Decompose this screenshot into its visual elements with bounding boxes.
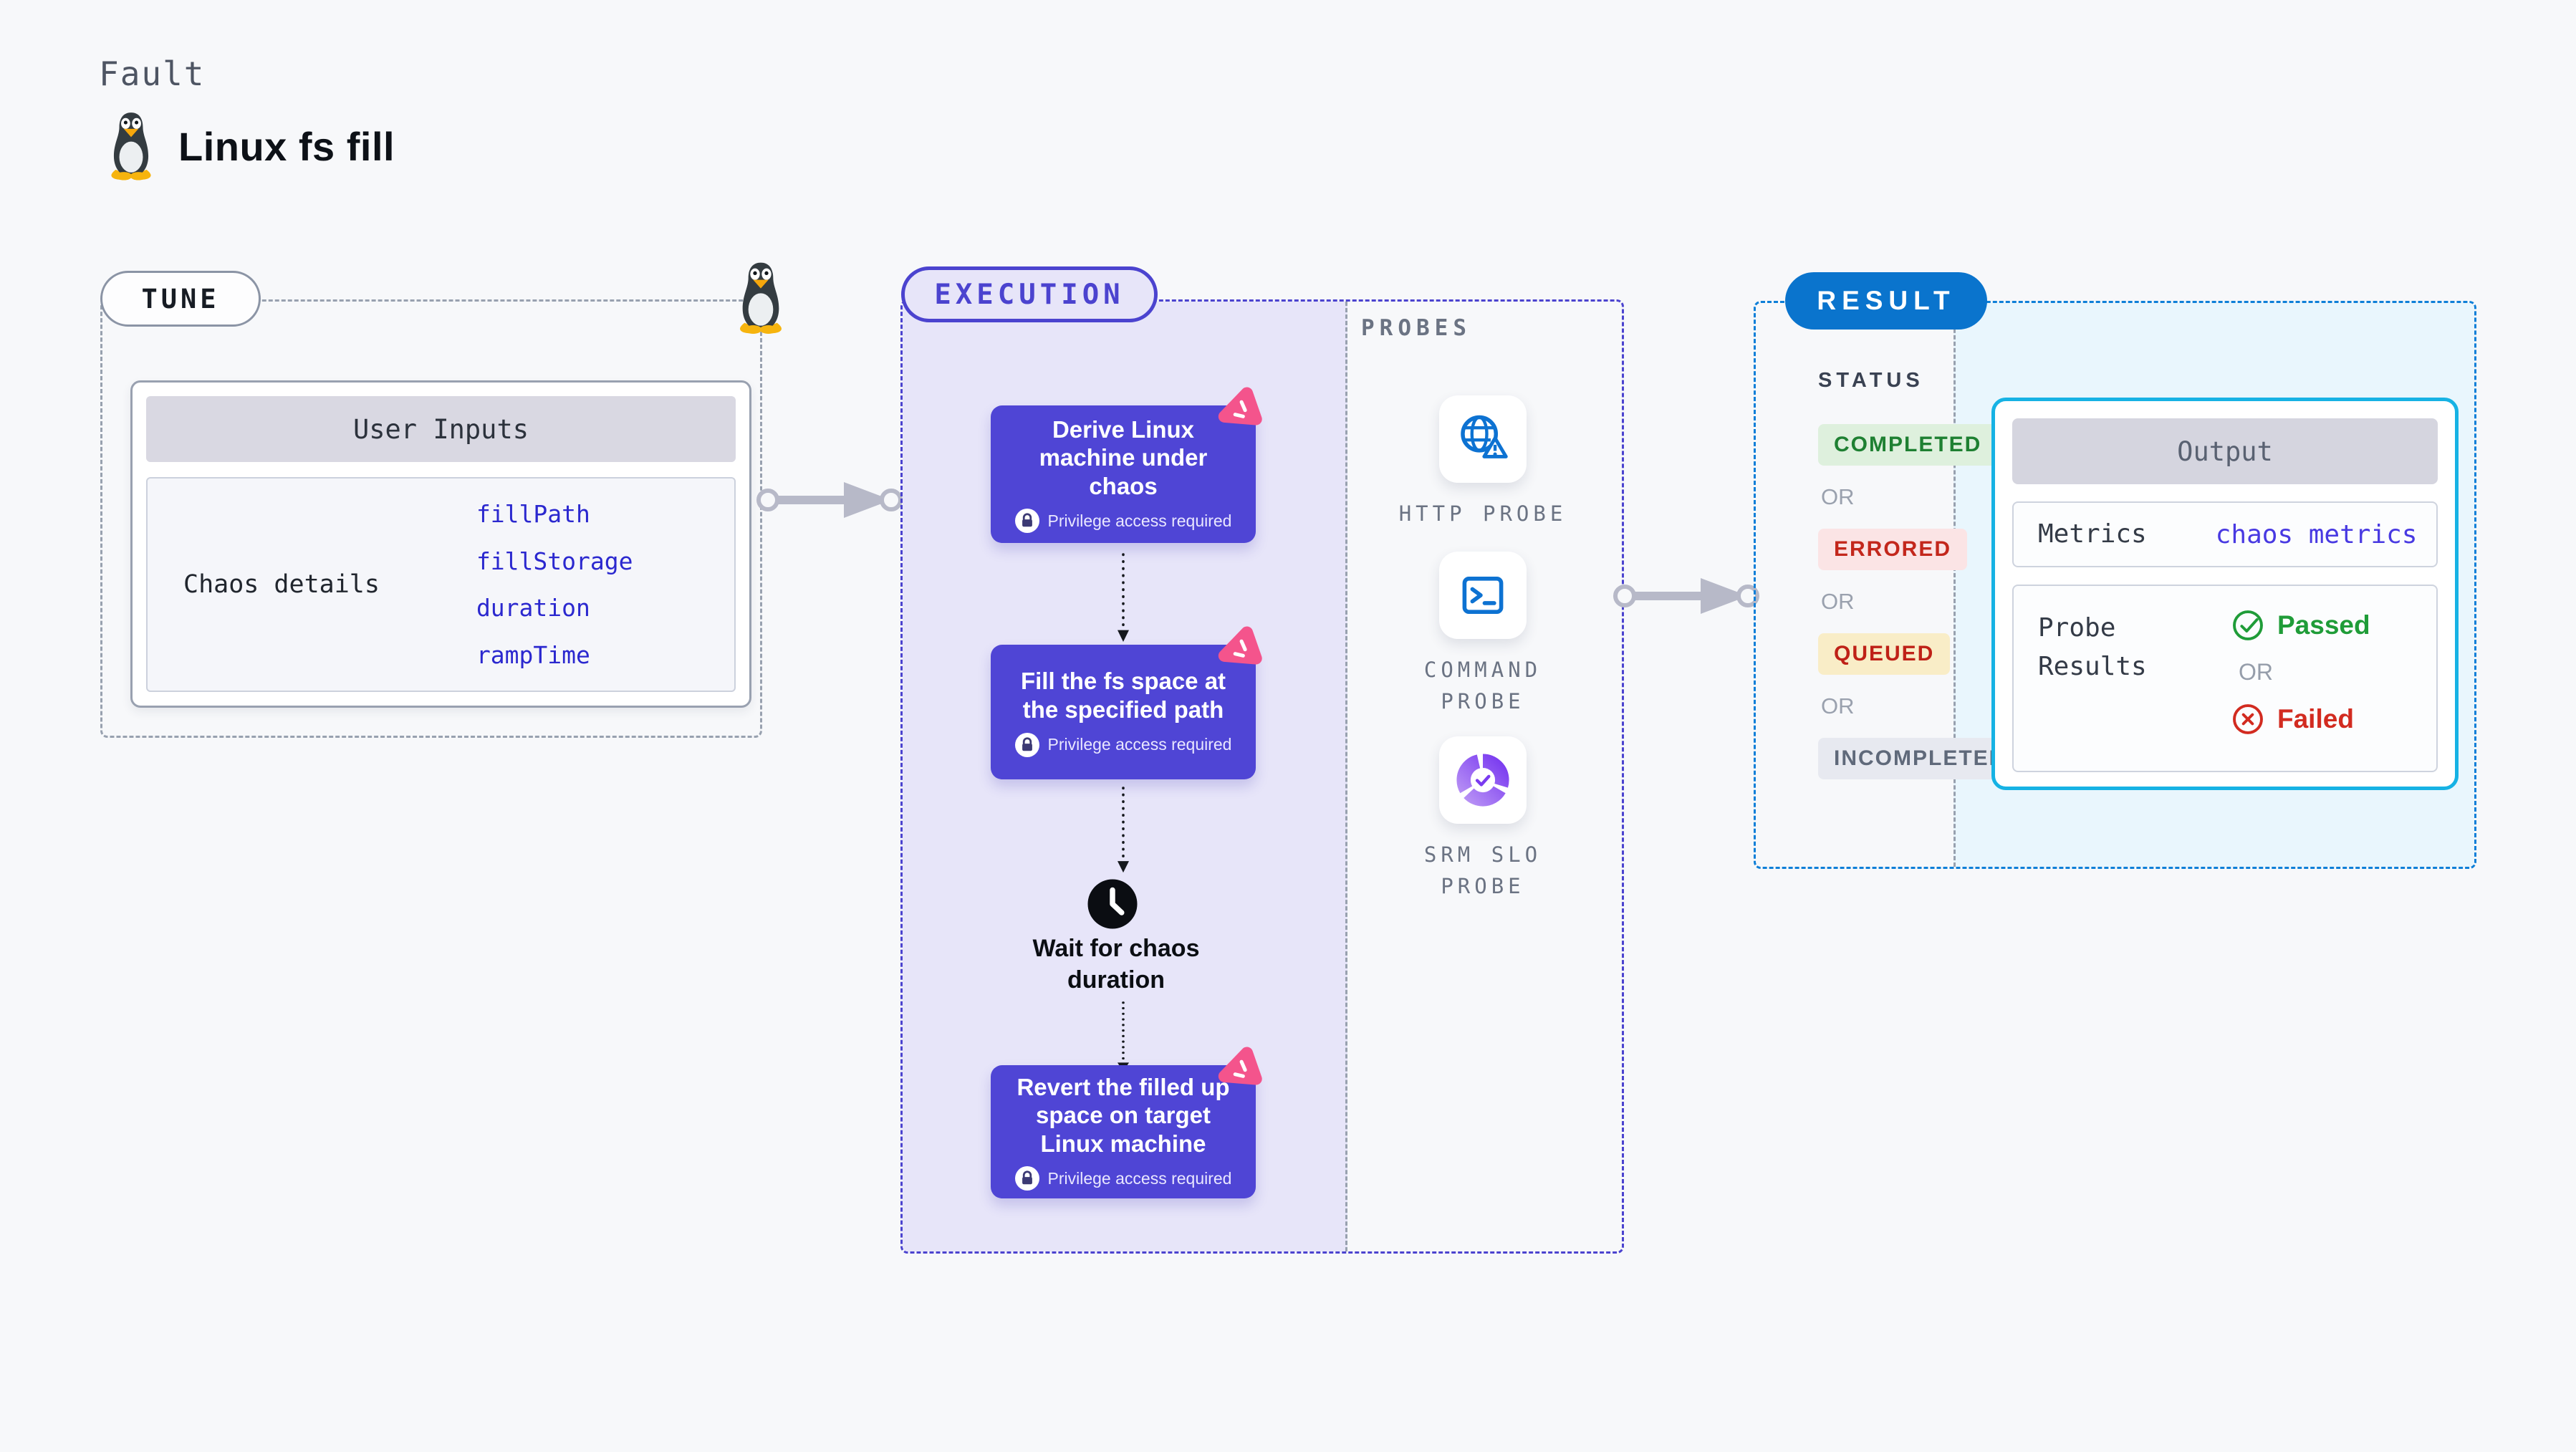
- lock-icon: [1015, 509, 1039, 533]
- step-fill-fs: Fill the fs space at the specified path …: [991, 645, 1256, 779]
- status-or: OR: [1821, 484, 1855, 509]
- execution-to-result-arrow: [1610, 574, 1762, 617]
- result-badge: RESULT: [1785, 272, 1987, 330]
- privilege-note-text: Privilege access required: [1047, 735, 1232, 754]
- tux-penguin-icon: [732, 258, 789, 338]
- tux-penguin-icon: [104, 109, 158, 183]
- probe-http: HTTP PROBE: [1397, 395, 1569, 530]
- chaos-pink-icon: [1208, 1043, 1269, 1100]
- probe-command: COMMAND PROBE: [1397, 552, 1569, 717]
- flow-arrow-down: [1115, 1001, 1132, 1073]
- status-label: STATUS: [1818, 369, 1924, 392]
- failed-label: Failed: [2277, 704, 2354, 734]
- probe-results-row: Probe Results Passed OR Failed: [2012, 585, 2438, 772]
- step-title: Fill the fs space at the specified path: [1020, 668, 1226, 723]
- passed-label: Passed: [2277, 610, 2370, 640]
- x-circle-icon: [2231, 703, 2264, 736]
- slo-donut-icon: [1455, 752, 1511, 808]
- probe-card: [1439, 736, 1527, 824]
- status-column: STATUS COMPLETED OR ERRORED OR QUEUED OR…: [1818, 369, 2022, 779]
- probe-name: COMMAND PROBE: [1423, 658, 1542, 713]
- probe-card: [1439, 552, 1527, 639]
- privilege-note-text: Privilege access required: [1047, 1168, 1232, 1188]
- chaos-metrics-link[interactable]: chaos metrics: [2215, 519, 2418, 549]
- chaos-details-row: Chaos details fillPath fillStorage durat…: [146, 477, 736, 692]
- status-badge-errored: ERRORED: [1818, 529, 1968, 570]
- flow-arrow-down: [1115, 787, 1132, 874]
- passed-line: Passed: [2231, 609, 2370, 642]
- param-ramptime[interactable]: rampTime: [476, 640, 590, 669]
- probe-results-label: Probe Results: [2038, 613, 2147, 681]
- step-title: Revert the filled up space on target Lin…: [1017, 1073, 1230, 1157]
- user-inputs-title: User Inputs: [146, 396, 736, 462]
- status-badge-queued: QUEUED: [1818, 633, 1951, 675]
- page-title: Linux fs fill: [178, 123, 395, 169]
- step-revert-space: Revert the filled up space on target Lin…: [991, 1065, 1256, 1198]
- output-or: OR: [2239, 659, 2273, 685]
- param-fillstorage[interactable]: fillStorage: [476, 547, 633, 575]
- probe-results-values: Passed OR Failed: [2231, 609, 2370, 736]
- chaos-pink-icon: [1208, 383, 1269, 440]
- step-title: Derive Linux machine under chaos: [1039, 415, 1208, 499]
- status-or: OR: [1821, 693, 1855, 718]
- flow-arrow-down: [1115, 553, 1132, 643]
- globe-alert-icon: [1455, 411, 1511, 467]
- check-circle-icon: [2231, 609, 2264, 642]
- fault-title-row: Linux fs fill: [104, 109, 395, 183]
- metrics-row: Metrics chaos metrics: [2012, 501, 2438, 567]
- failed-line: Failed: [2231, 703, 2370, 736]
- param-fillpath[interactable]: fillPath: [476, 500, 590, 528]
- privilege-note: Privilege access required: [1015, 733, 1232, 757]
- chaos-pink-icon: [1208, 622, 1269, 679]
- wait-duration-label: Wait for chaos duration: [1032, 935, 1200, 994]
- probe-srm-slo: SRM SLO PROBE: [1397, 736, 1569, 902]
- metrics-label: Metrics: [2038, 519, 2147, 549]
- lock-icon: [1015, 733, 1039, 757]
- probe-name: HTTP PROBE: [1398, 501, 1567, 526]
- chaos-details-label: Chaos details: [183, 570, 380, 599]
- step-derive-machine: Derive Linux machine under chaos Privile…: [991, 405, 1256, 543]
- output-title: Output: [2012, 418, 2438, 484]
- tune-to-execution-arrow: [754, 479, 905, 521]
- probes-label: PROBES: [1361, 315, 1471, 341]
- chaos-params-list: fillPath fillStorage duration rampTime: [476, 479, 633, 691]
- probe-name: SRM SLO PROBE: [1423, 842, 1542, 898]
- param-duration[interactable]: duration: [476, 594, 590, 622]
- clock-icon: [1087, 879, 1138, 929]
- privilege-note: Privilege access required: [1015, 1166, 1232, 1191]
- privilege-note-text: Privilege access required: [1047, 511, 1232, 530]
- execution-badge: EXECUTION: [901, 266, 1158, 322]
- status-badge-incompleted: INCOMPLETED: [1818, 738, 2022, 779]
- probe-card: [1439, 395, 1527, 483]
- lock-icon: [1015, 1166, 1039, 1191]
- status-badge-completed: COMPLETED: [1818, 424, 1998, 466]
- privilege-note: Privilege access required: [1015, 509, 1232, 533]
- tune-section: [100, 299, 762, 738]
- fault-kicker: Fault: [99, 54, 206, 93]
- output-card: Output Metrics chaos metrics Probe Resul…: [1991, 398, 2459, 790]
- tune-badge: TUNE: [100, 271, 261, 327]
- terminal-icon: [1455, 567, 1511, 623]
- status-or: OR: [1821, 589, 1855, 614]
- user-inputs-card: User Inputs Chaos details fillPath fillS…: [130, 380, 751, 708]
